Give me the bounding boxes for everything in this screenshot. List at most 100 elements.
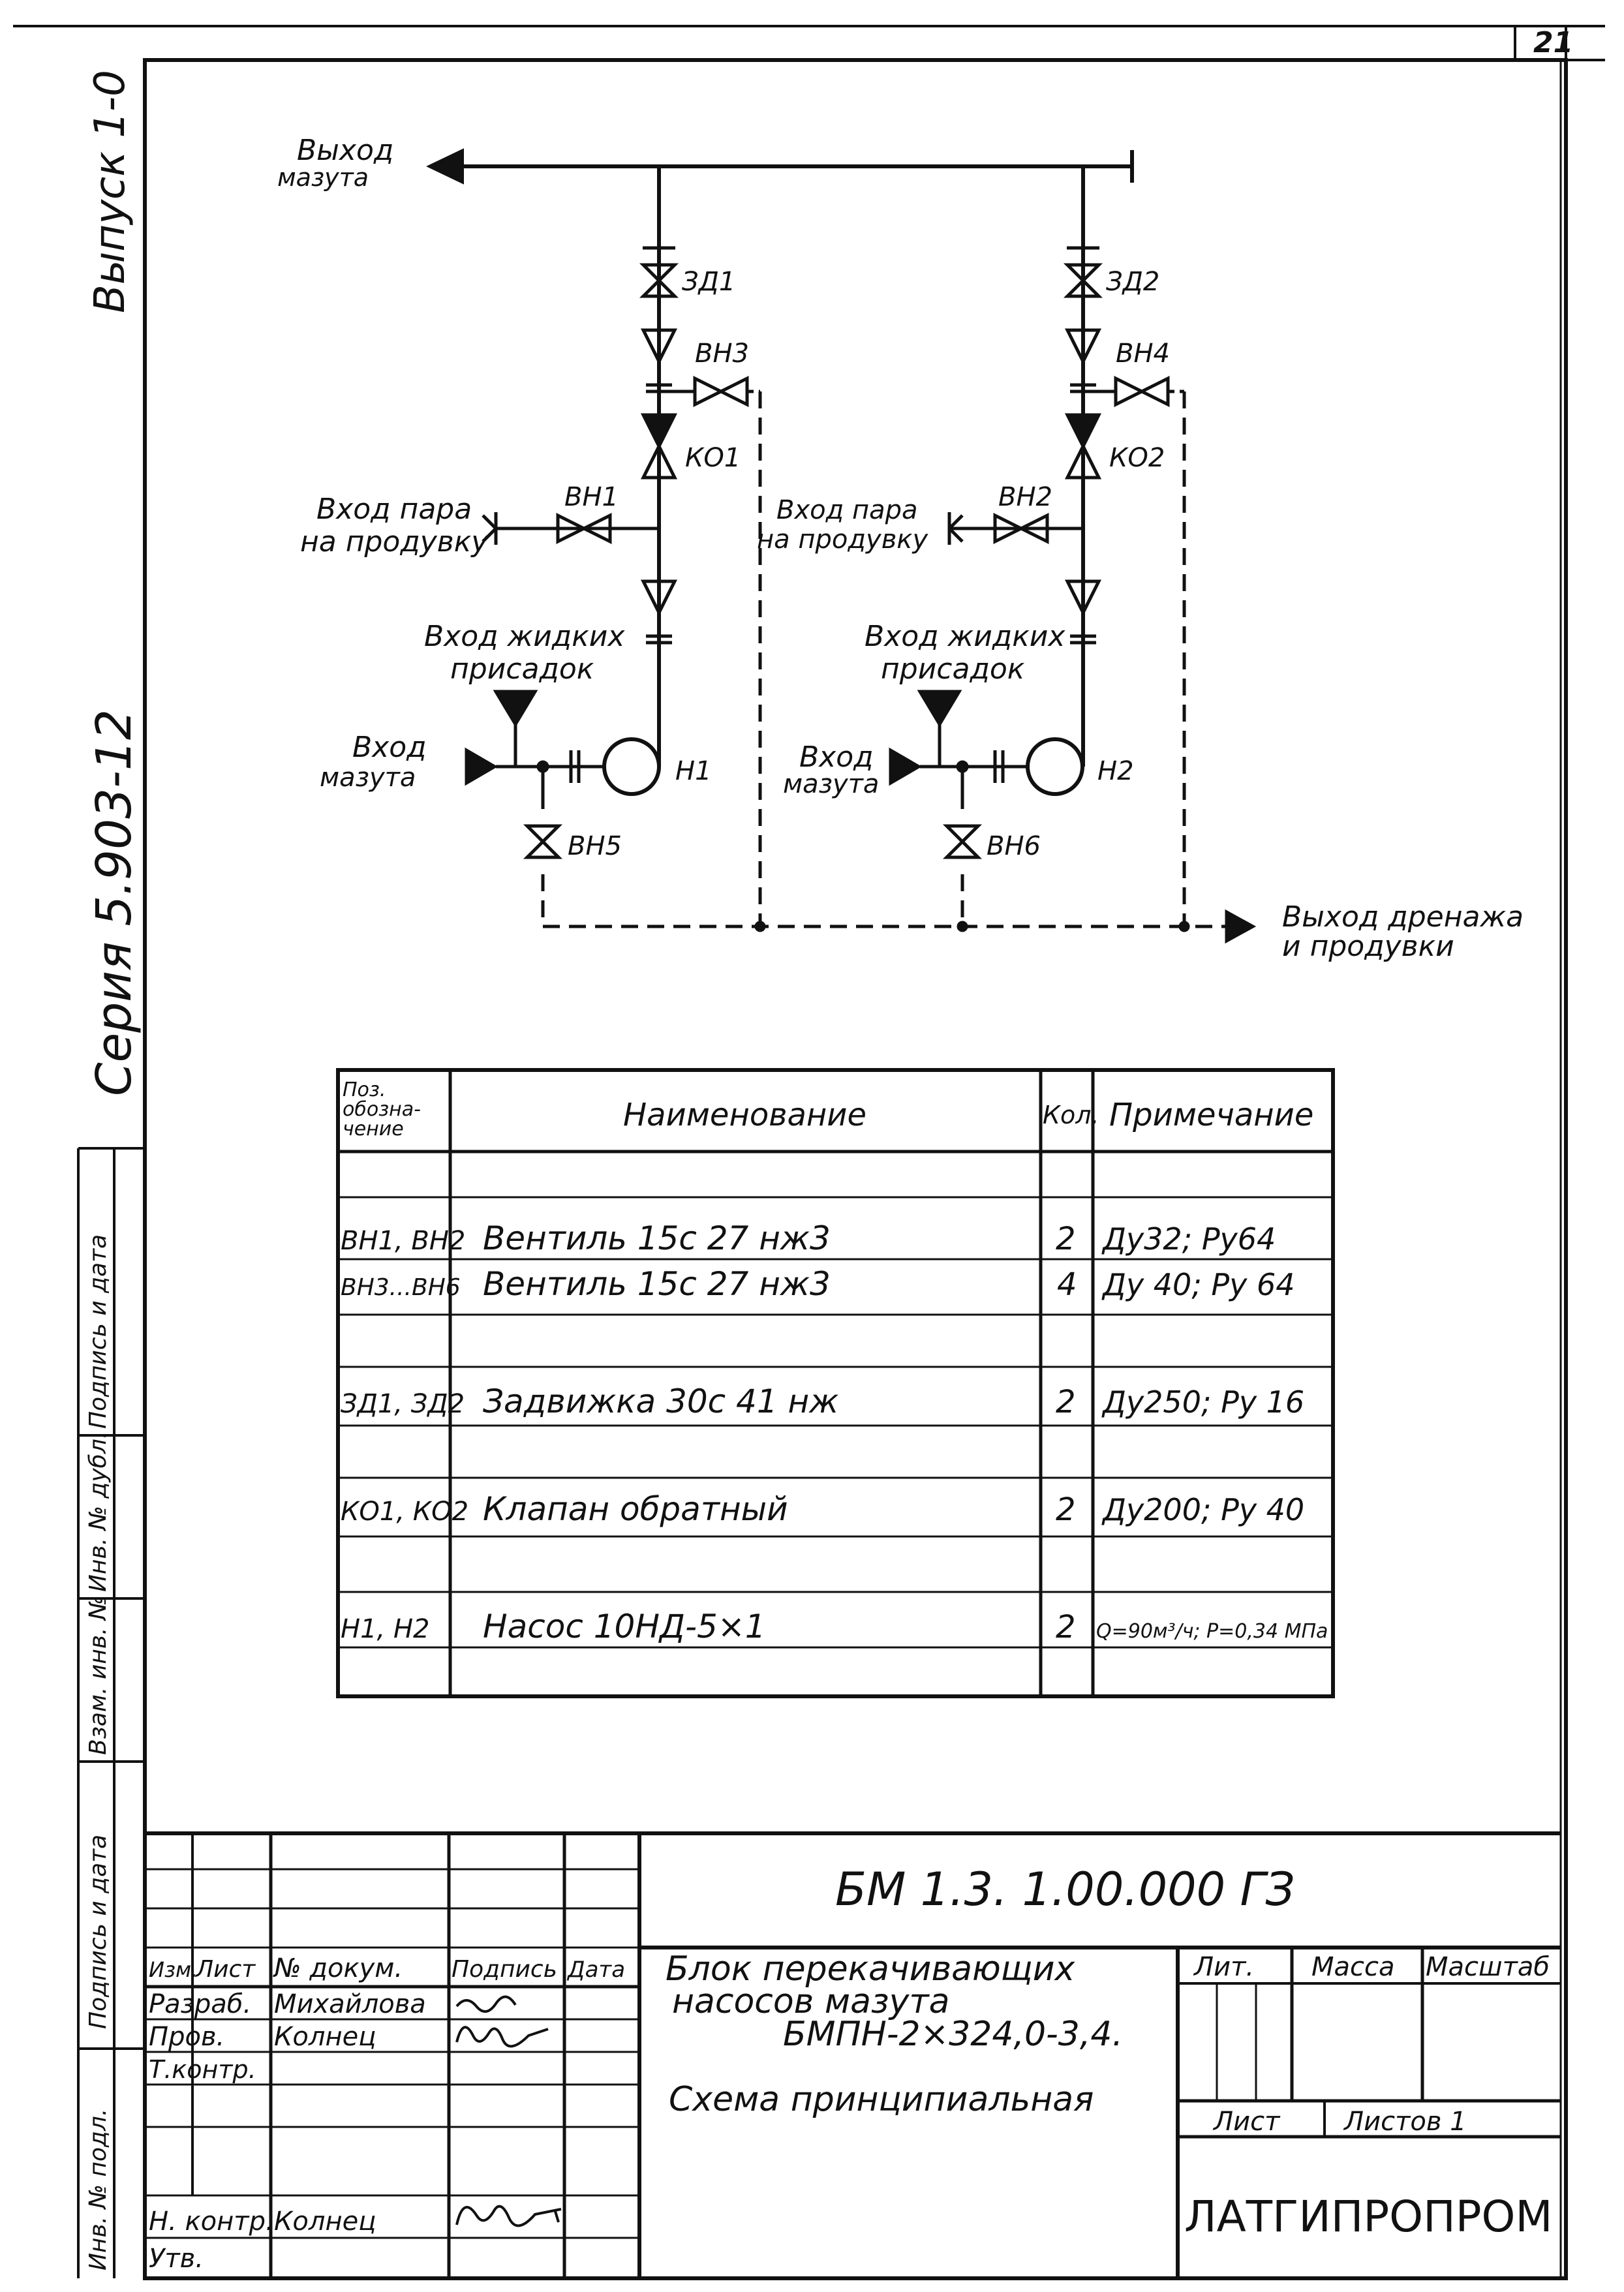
label-outlet-fuel-1: Выход (297, 134, 393, 167)
margin-field-sign-date-1: Подпись и дата (85, 1835, 112, 2029)
title-line-2: насосов мазута (672, 1982, 950, 2021)
th-qty: Кол. (1043, 1101, 1099, 1129)
tag-n2: Н2 (1097, 756, 1134, 786)
row2-qty: 4 (1057, 1266, 1077, 1303)
margin-issue-label: Выпуск 1-0 (86, 70, 134, 313)
th-pos-line: обозна- (343, 1098, 421, 1121)
th-name: Наименование (623, 1097, 866, 1133)
title-block-text: БМ 1.3. 1.00.000 ГЗ Блок перекачивающих … (149, 1863, 1552, 2274)
tag-vn1: ВН1 (564, 482, 619, 512)
role-tech-control: Т.контр. (149, 2055, 256, 2084)
title-line-3: БМПН-2×324,0-3,4. (783, 2015, 1123, 2054)
role-norm-control: Н. контр. (149, 2207, 274, 2237)
row1-note: Ду32; Ру64 (1101, 1221, 1276, 1257)
signature-norm-control (455, 2205, 562, 2227)
label-steam-1b: на продувку (300, 525, 489, 558)
margin-field-inv-orig: Инв. № подл. (85, 2109, 112, 2270)
margin-series-label: Серия 5.903-12 (86, 709, 142, 1096)
row1-qty: 2 (1056, 1221, 1076, 1257)
row3-pos: ЗД1, ЗД2 (341, 1389, 465, 1419)
tag-n1: Н1 (675, 756, 712, 786)
label-fuel-in-2b: мазута (783, 769, 879, 799)
tag-vn6: ВН6 (987, 831, 1041, 861)
label-lit: Лит. (1193, 1952, 1254, 1982)
role-checker: Пров. (149, 2022, 224, 2052)
th-pos: Поз. обозна-чение (343, 1078, 421, 1140)
col-header-docnum: № докум. (273, 1953, 403, 1983)
title-line-1: Блок перекачивающих (666, 1949, 1076, 1989)
scheme-symbols (465, 246, 1257, 944)
label-steam-2a: Вход пара (776, 495, 918, 525)
label-sheets: Листов 1 (1343, 2107, 1467, 2137)
name-checker: Колнец (274, 2022, 376, 2052)
margin-field-replace-inv: Взам. инв. № (85, 1596, 112, 1755)
label-fuel-in-2a: Вход (799, 741, 874, 774)
row4-pos: КО1, КО2 (341, 1497, 468, 1527)
col-header-signature: Подпись (452, 1956, 557, 1983)
scheme-labels: Выход мазута ЗД1 ЗД2 ВН3 ВН4 КО1 КО2 ВН1… (277, 134, 1524, 963)
margin-field-inv-dupl: Инв. № дубл. (85, 1431, 112, 1592)
row1-name: Вентиль 15с 27 нж3 (483, 1219, 831, 1257)
label-outlet-fuel-2: мазута (277, 163, 369, 192)
tag-ko1: КО1 (685, 443, 741, 473)
th-pos-line: чение (343, 1118, 404, 1140)
row3-note: Ду250; Ру 16 (1101, 1384, 1304, 1420)
row5-pos: Н1, Н2 (341, 1614, 429, 1644)
tag-vn4: ВН4 (1116, 339, 1170, 369)
document-code: БМ 1.3. 1.00.000 ГЗ (835, 1863, 1295, 1916)
role-developer: Разраб. (149, 1989, 251, 2019)
name-developer: Михайлова (274, 1989, 426, 2019)
label-drain-1: Выход дренажа (1282, 900, 1524, 934)
label-scale: Масштаб (1426, 1952, 1550, 1982)
sheet-number: 21 (1533, 26, 1573, 59)
row2-note: Ду 40; Ру 64 (1101, 1267, 1295, 1302)
label-mass: Масса (1311, 1952, 1395, 1982)
row5-qty: 2 (1056, 1609, 1076, 1645)
tag-vn2: ВН2 (998, 482, 1052, 512)
document-type: Схема принципиальная (669, 2080, 1094, 2119)
signature-developer (455, 1995, 517, 2013)
name-norm-control: Колнец (274, 2207, 376, 2237)
th-pos-text: Поз. (343, 1078, 386, 1101)
tag-vn5: ВН5 (568, 831, 622, 861)
row2-name: Вентиль 15с 27 нж3 (483, 1265, 831, 1303)
spec-table-text: Поз. обозна-чение Наименование Кол. Прим… (341, 1078, 1328, 1645)
role-approver: Утв. (149, 2244, 204, 2274)
row4-note: Ду200; Ру 40 (1101, 1492, 1304, 1527)
row3-qty: 2 (1056, 1384, 1076, 1420)
row4-qty: 2 (1056, 1491, 1076, 1528)
tag-zd1: ЗД1 (682, 267, 735, 297)
tag-ko2: КО2 (1109, 443, 1165, 473)
row5-note: Q=90м³/ч; P=0,34 МПа (1096, 1620, 1328, 1643)
label-drain-2: и продувки (1282, 930, 1454, 963)
spec-table (336, 1068, 1335, 1698)
left-margin: Выпуск 1-0 Серия 5.903-12 Инв. № подл. П… (77, 70, 145, 2278)
row5-name: Насос 10НД-5×1 (483, 1608, 766, 1645)
label-additives-2a: Вход жидких (865, 620, 1065, 653)
title-block (145, 1831, 1561, 2278)
label-fuel-in-1a: Вход (352, 731, 427, 764)
col-header-date: Дата (566, 1957, 625, 1983)
row1-pos: ВН1, ВН2 (341, 1226, 465, 1256)
label-sheet: Лист (1212, 2107, 1281, 2137)
label-steam-1a: Вход пара (316, 493, 472, 526)
frame (13, 25, 1605, 2280)
label-fuel-in-1b: мазута (320, 763, 416, 793)
row3-name: Задвижка 30с 41 нж (483, 1383, 838, 1420)
row4-name: Клапан обратный (483, 1490, 788, 1528)
th-note: Примечание (1109, 1097, 1313, 1133)
row2-pos: ВН3...ВН6 (341, 1274, 461, 1301)
col-header-change: Изм. (149, 1957, 198, 1982)
process-scheme (426, 148, 1134, 796)
tag-zd2: ЗД2 (1106, 267, 1159, 297)
tag-vn3: ВН3 (695, 339, 749, 369)
signature-checker (455, 2026, 549, 2048)
organization-name: ЛАТГИПРОПРОМ (1184, 2192, 1552, 2242)
label-additives-2b: присадок (881, 652, 1025, 686)
label-additives-1a: Вход жидких (424, 620, 625, 653)
label-additives-1b: присадок (450, 652, 594, 686)
label-steam-2b: на продувку (757, 525, 928, 555)
margin-field-sign-date-2: Подпись и дата (85, 1234, 112, 1429)
col-header-sheet: Лист (194, 1956, 256, 1983)
